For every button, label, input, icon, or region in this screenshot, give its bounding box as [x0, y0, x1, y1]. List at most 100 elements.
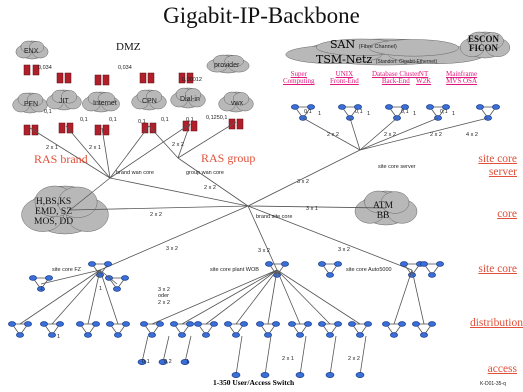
- cloud-label-internet: Internet: [93, 100, 117, 107]
- dialin-cloud: [184, 88, 202, 102]
- router-icon: [186, 321, 194, 327]
- network-link: [247, 149, 361, 207]
- router-icon: [178, 332, 186, 338]
- link-label: 1: [318, 111, 322, 117]
- router-icon: [92, 321, 100, 327]
- layer-access: access: [487, 363, 517, 375]
- cloud-label-provider: provider: [214, 62, 240, 69]
- router-label-site-core-server: site core server: [378, 164, 416, 170]
- link-label: 0,1: [142, 359, 150, 365]
- network-link: [329, 335, 337, 376]
- ras-group-label: RAS group: [201, 151, 256, 165]
- router-icon: [104, 261, 112, 267]
- router-icon: [356, 332, 364, 338]
- link-label: 2 x 2: [348, 356, 360, 362]
- firewall-icon: [186, 72, 194, 84]
- server-group-unix: UNIX Front-End: [330, 70, 359, 86]
- network-link: [267, 269, 278, 325]
- server-group-mainframe: Mainframe MVS OSA: [446, 70, 478, 86]
- ring-brand-sites: H,BS,KS EMD, SZ MOS, DD: [34, 197, 74, 227]
- network-link: [99, 269, 118, 285]
- cloud-label-jit: JIT: [59, 98, 69, 105]
- router-icon: [180, 359, 190, 365]
- router-icon: [16, 332, 24, 338]
- cloud-label-enx: ENX: [24, 48, 39, 55]
- router-icon: [428, 321, 436, 327]
- router-icon: [401, 104, 409, 110]
- link-label: 0,1: [44, 109, 52, 115]
- router-icon: [24, 321, 32, 327]
- router-icon: [29, 275, 37, 281]
- router-label-site-core-auto5000: site core Auto5000: [346, 267, 392, 273]
- network-link: [109, 123, 191, 179]
- router-icon: [325, 372, 335, 378]
- network-link: [109, 177, 249, 207]
- link-label: 0,1: [109, 117, 117, 123]
- link-label: 2 x 1: [46, 145, 58, 151]
- link-label: 0,1: [80, 117, 88, 123]
- router-icon: [382, 321, 390, 327]
- san-note: (Fibre Channel): [358, 44, 397, 50]
- layer-site-core: site core: [478, 263, 517, 275]
- network-link: [19, 269, 101, 325]
- router-icon: [288, 321, 296, 327]
- router-icon: [412, 321, 420, 327]
- network-link: [359, 117, 489, 151]
- router-icon: [390, 332, 398, 338]
- router-icon: [114, 332, 122, 338]
- network-link: [393, 269, 413, 325]
- network-link: [276, 269, 361, 325]
- firewall-icon: [102, 124, 110, 136]
- firewall-icon: [147, 72, 155, 84]
- router-icon: [355, 372, 365, 378]
- link-label: 2 x 1: [89, 145, 101, 151]
- link-label: 1: [413, 111, 417, 117]
- link-label: 0,1: [440, 109, 448, 115]
- router-icon: [122, 321, 130, 327]
- vwx-cloud: [232, 92, 250, 106]
- link-label: 0,034: [38, 65, 52, 71]
- router-icon: [8, 321, 16, 327]
- router-icon: [476, 104, 484, 110]
- network-link: [299, 335, 307, 376]
- network-link: [359, 117, 439, 151]
- router-icon: [137, 359, 147, 365]
- cpn-cloud: [145, 90, 163, 104]
- router-icon: [148, 332, 156, 338]
- firewall-icon: [102, 74, 110, 86]
- dmz-label: DMZ: [116, 41, 141, 53]
- network-link: [264, 335, 272, 376]
- firewall-icon: [149, 122, 157, 134]
- router-icon: [224, 321, 232, 327]
- router-icon: [56, 321, 64, 327]
- pfn-cloud: [26, 93, 44, 107]
- network-link: [181, 269, 278, 325]
- network-link: [177, 123, 191, 159]
- router-icon: [170, 321, 178, 327]
- router-icon: [492, 104, 500, 110]
- server-group-supercomputing: Super Computing: [283, 70, 315, 86]
- tsm-title: TSM-Netz: [316, 53, 373, 66]
- router-icon: [348, 321, 356, 327]
- router-icon: [121, 275, 129, 281]
- link-label: 2 x 2: [327, 132, 339, 138]
- link-label: 0,2: [164, 359, 172, 365]
- document-id: K-D01-35-q: [480, 381, 506, 387]
- escon-label: ESCON FICON: [468, 34, 500, 54]
- router-icon: [295, 372, 305, 378]
- link-label: 0,1: [355, 109, 363, 115]
- link-label: 0,1250,1: [206, 115, 228, 121]
- tsm-label: TSM-Netz (Standort: Gigabit-Ethernet): [316, 54, 437, 65]
- router-icon: [84, 332, 92, 338]
- network-link: [247, 205, 413, 271]
- network-link: [40, 269, 101, 285]
- router-icon: [281, 261, 289, 267]
- link-label: 1: [40, 286, 44, 292]
- router-icon: [318, 321, 326, 327]
- router-icon: [140, 321, 148, 327]
- router-icon: [265, 261, 273, 267]
- router-icon: [256, 321, 264, 327]
- link-label: 3 x 2: [258, 248, 270, 254]
- firewall-icon: [23, 64, 31, 76]
- router-icon: [48, 332, 56, 338]
